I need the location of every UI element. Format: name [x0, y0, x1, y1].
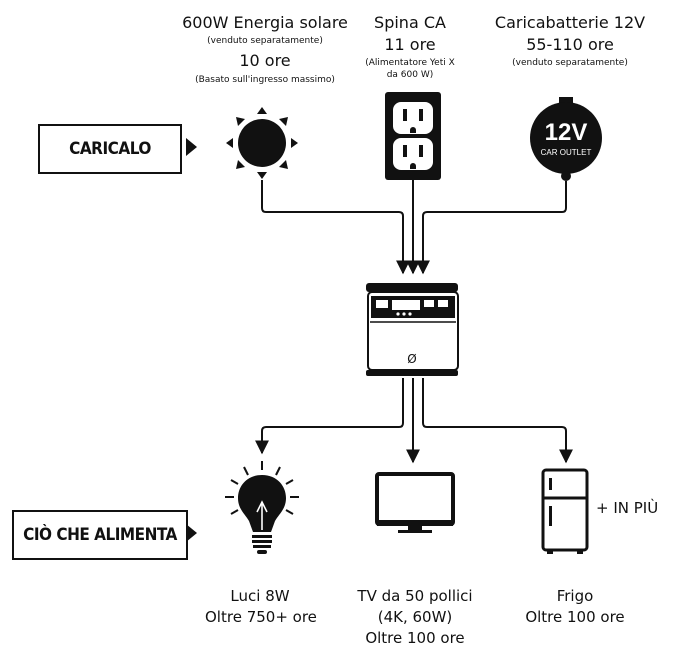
output-connectors — [255, 378, 573, 464]
solar-time: 10 ore — [239, 51, 291, 70]
solar-title: 600W Energia solare — [182, 13, 348, 32]
device-fridge-label: Frigo Oltre 100 ore — [510, 586, 640, 628]
sun-icon — [226, 107, 298, 179]
power-station-icon: Ø — [366, 283, 459, 376]
solar-note: (venduto separatamente) — [207, 36, 323, 46]
device-fridge-name: Frigo — [556, 587, 594, 605]
device-lights-name: Luci 8W — [230, 587, 290, 605]
car-time: 55-110 ore — [526, 35, 614, 54]
power-tag: CIÒ CHE ALIMENTA — [12, 510, 188, 560]
ac-time: 11 ore — [384, 35, 436, 54]
light-bulb-icon — [225, 461, 299, 554]
car-title: Caricabatterie 12V — [494, 13, 646, 32]
ac-title: Spina CA — [374, 13, 446, 32]
device-tv-name: TV da 50 pollici — [357, 587, 473, 605]
wall-outlet-icon — [385, 92, 441, 180]
device-lights-label: Luci 8W Oltre 750+ ore — [205, 586, 317, 628]
ac-note: (Alimentatore Yeti X — [365, 58, 455, 68]
device-tv-hours: Oltre 100 ore — [365, 629, 465, 647]
power-tag-arrow — [186, 524, 197, 542]
device-tv-spec: (4K, 60W) — [377, 608, 453, 626]
car-outlet-icon: 12V CAR OUTLET — [530, 97, 602, 181]
car-outlet-sub: CAR OUTLET — [541, 148, 592, 157]
car-note: (venduto separatamente) — [512, 58, 628, 68]
fridge-icon — [541, 468, 589, 554]
solar-note2: (Basato sull'ingresso massimo) — [195, 75, 335, 85]
tv-icon — [375, 472, 455, 533]
car-outlet-text: 12V — [545, 119, 588, 146]
charge-connectors — [261, 180, 567, 275]
charge-tag: CARICALO — [38, 124, 182, 174]
device-lights-hours: Oltre 750+ ore — [205, 608, 317, 626]
device-tv-label: TV da 50 pollici (4K, 60W) Oltre 100 ore — [345, 586, 485, 649]
ac-note2: da 600 W) — [386, 70, 434, 80]
station-logo: Ø — [407, 352, 416, 366]
charge-tag-arrow — [186, 138, 197, 156]
device-fridge-hours: Oltre 100 ore — [525, 608, 625, 626]
charge-label: CARICALO — [69, 139, 151, 159]
plus-more-label: + IN PIÙ — [596, 499, 659, 517]
power-label: CIÒ CHE ALIMENTA — [23, 525, 177, 545]
